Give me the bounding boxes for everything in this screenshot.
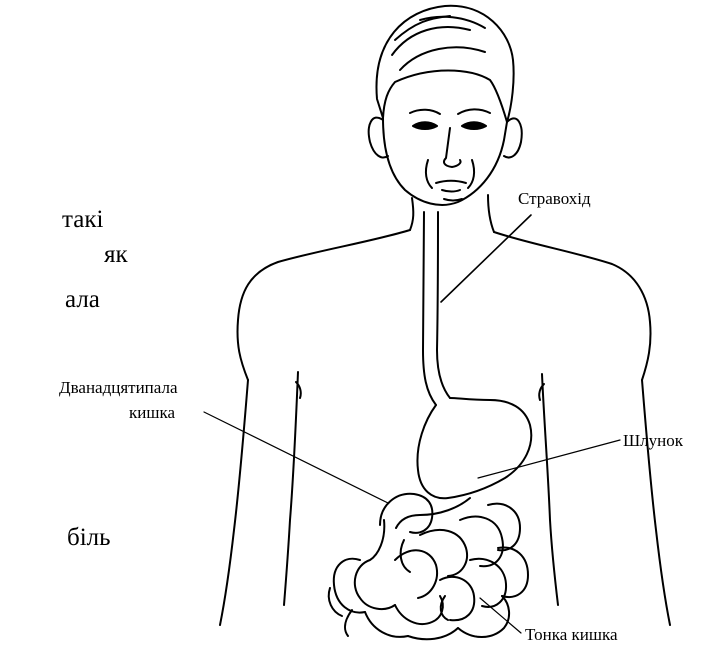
label-stomach: Шлунок [623,431,683,451]
esophagus-leader-line [441,215,531,302]
label-duodenum-line1: Дванадцятипала [59,378,178,398]
label-duodenum-line2: кишка [129,403,175,423]
nose [444,128,461,167]
neck-left [410,198,413,230]
stomach-leader-line [478,440,620,478]
label-small-intestine: Тонка кишка [525,625,618,645]
label-esophagus: Стравохід [518,189,591,209]
small-intestine-leader-line [480,598,521,633]
neck-right [488,195,494,232]
hair [376,6,513,122]
mouth [436,181,466,183]
left-eye [413,122,437,129]
left-shoulder [237,230,410,380]
duodenum [380,494,432,533]
right-shoulder [494,232,651,380]
stomach [417,398,531,498]
esophagus [423,212,436,405]
small-intestine [329,504,528,640]
right-eye [462,122,486,129]
